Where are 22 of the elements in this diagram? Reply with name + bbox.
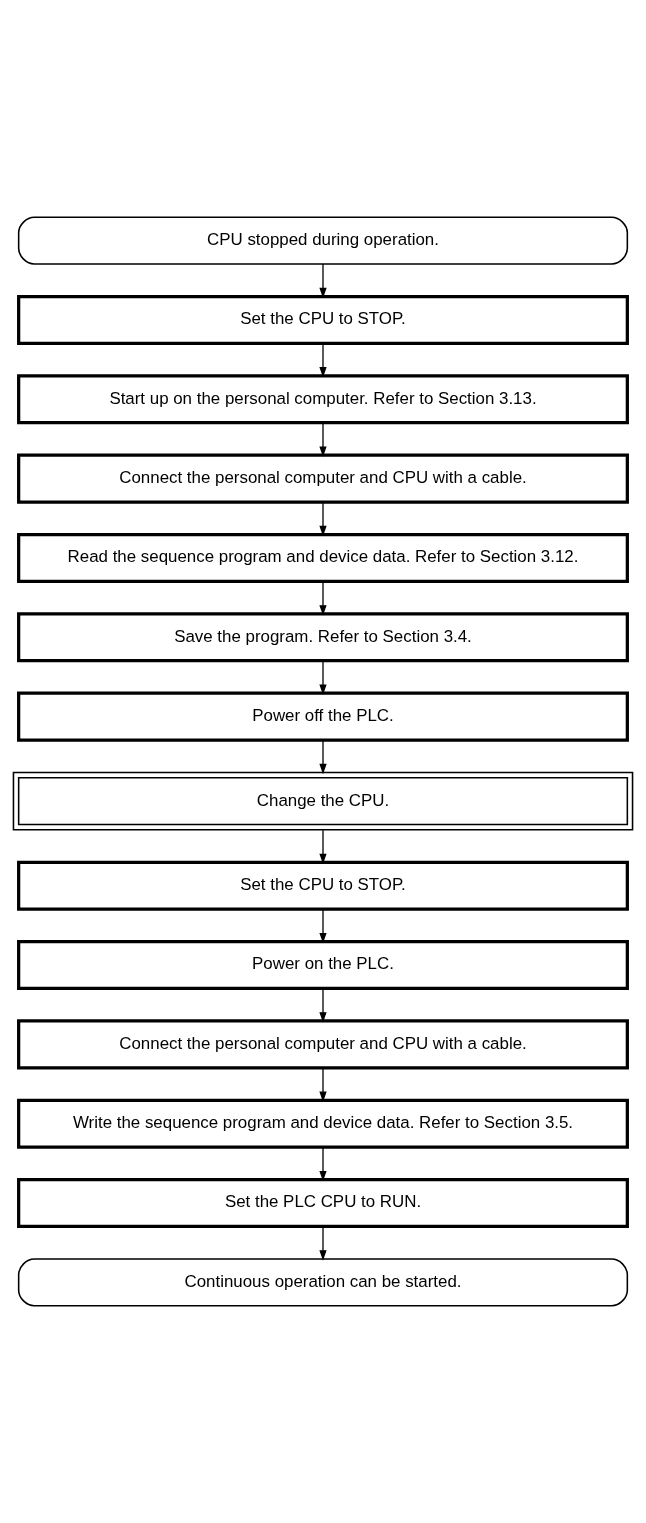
node-box: Set the CPU to STOP.	[17, 860, 629, 911]
node-box: Read the sequence program and device data. Refer to Section 3.12.	[17, 532, 629, 583]
node-box: Change the CPU.	[12, 771, 634, 831]
arrow	[319, 422, 327, 457]
node-box: CPU stopped during operation.	[17, 216, 629, 265]
arrow	[319, 1225, 327, 1261]
node-box: Power on the PLC.	[17, 940, 629, 991]
node-box: Connect the personal computer and CPU with a cable.	[17, 453, 629, 504]
node-box: Set the CPU to STOP.	[17, 294, 629, 345]
arrow	[319, 660, 327, 695]
arrow	[319, 342, 327, 378]
node-box: Power off the PLC.	[17, 691, 629, 742]
node-box: Continuous operation can be started.	[17, 1258, 629, 1307]
node-box: Connect the personal computer and CPU with a cable.	[17, 1019, 629, 1070]
node-box: Save the program. Refer to Section 3.4.	[17, 612, 629, 663]
arrow	[319, 987, 327, 1023]
node-box: Write the sequence program and device data. Refer to Section 3.5.	[17, 1098, 629, 1149]
arrow	[319, 580, 327, 616]
node-box: Start up on the personal computer. Refer to Section 3.13.	[17, 374, 629, 425]
node-box: Set the PLC CPU to RUN.	[17, 1178, 629, 1229]
arrow	[319, 1067, 327, 1102]
arrow	[319, 739, 327, 775]
